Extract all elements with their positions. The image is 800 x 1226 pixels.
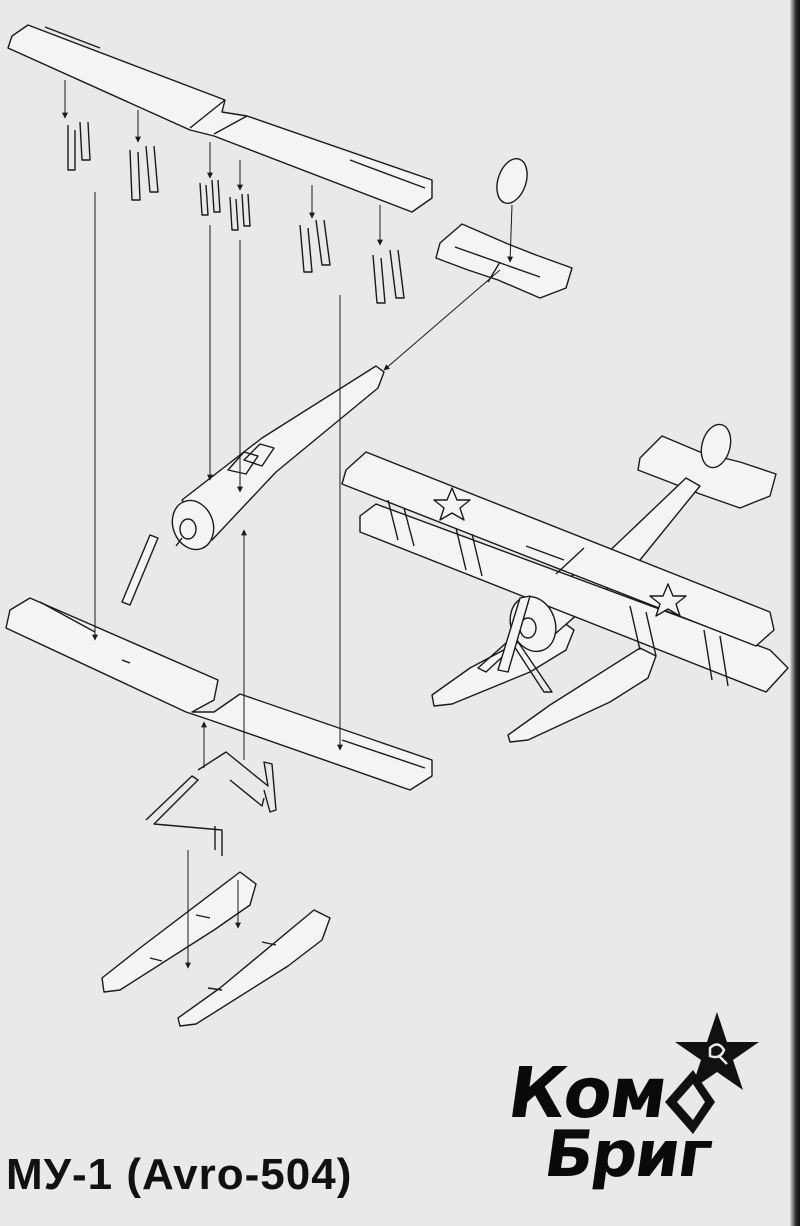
float-struts bbox=[145, 751, 277, 856]
upper-wing bbox=[7, 24, 433, 213]
assembled-model bbox=[341, 423, 789, 743]
interplane-struts bbox=[67, 121, 405, 304]
page-title: МУ-1 (Avro-504) bbox=[6, 1150, 353, 1199]
floats bbox=[101, 871, 331, 1027]
logo-text-line2: Бриг bbox=[539, 1118, 716, 1192]
sheet-edge bbox=[790, 0, 800, 1226]
brand-logo: Ком Бриг bbox=[503, 1010, 765, 1210]
star-hammer-sickle-icon bbox=[665, 1012, 759, 1134]
lower-wing bbox=[5, 597, 433, 791]
fin bbox=[496, 158, 528, 204]
propeller bbox=[121, 534, 159, 606]
cabane-struts bbox=[199, 179, 251, 231]
tailplane bbox=[435, 223, 573, 299]
assembly-arrows bbox=[62, 80, 514, 969]
fuselage bbox=[171, 365, 385, 551]
